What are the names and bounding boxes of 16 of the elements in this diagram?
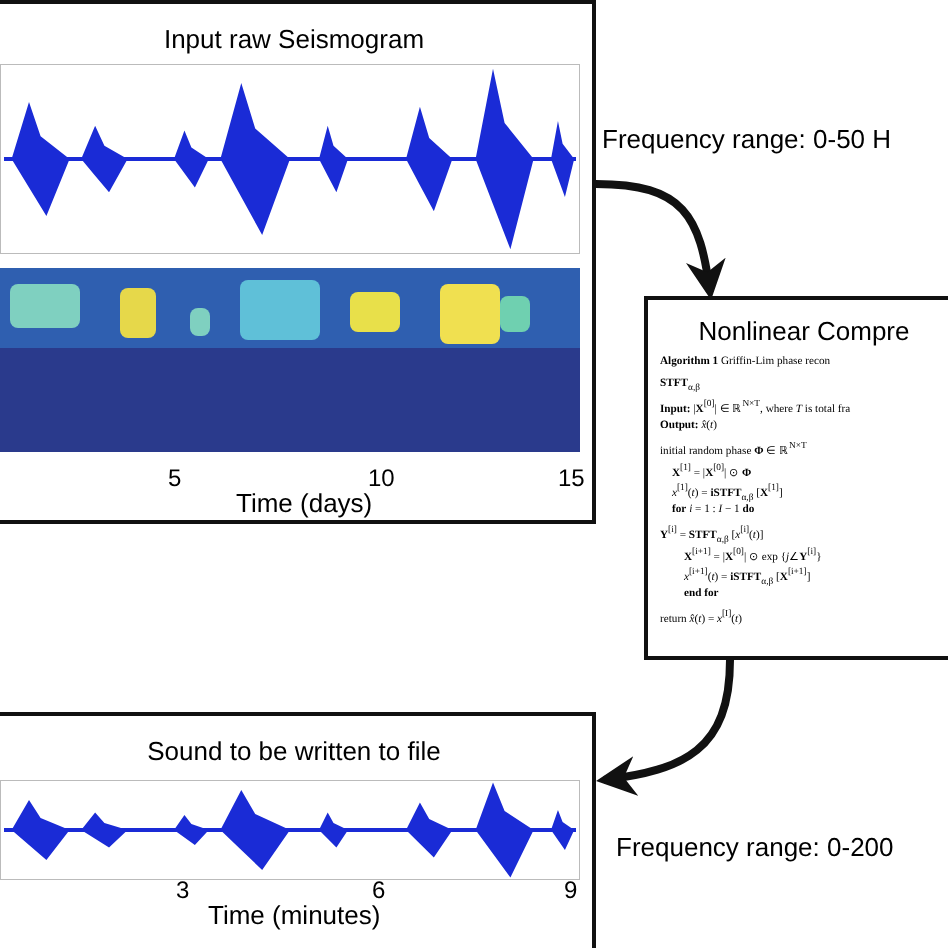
tick-label: 6 bbox=[372, 876, 386, 904]
panel-title: Nonlinear Compre bbox=[696, 316, 912, 346]
tick-label: 9 bbox=[564, 876, 578, 904]
panel-title: Input raw Seismogram bbox=[161, 24, 427, 54]
panel-title: Sound to be written to file bbox=[145, 736, 443, 766]
algorithm-box bbox=[644, 296, 948, 660]
tick-label: 3 bbox=[176, 876, 190, 904]
plot-panel bbox=[0, 712, 596, 948]
axis-title: Time (days) bbox=[236, 488, 373, 518]
edge-label: Frequency range: 0-200 bbox=[616, 832, 894, 862]
axis-title: Time (minutes) bbox=[208, 900, 381, 930]
edge-label: Frequency range: 0-50 H bbox=[602, 124, 892, 154]
plot-panel bbox=[0, 0, 596, 524]
tick-label: 15 bbox=[558, 464, 585, 492]
tick-label: 10 bbox=[368, 464, 395, 492]
tick-label: 5 bbox=[168, 464, 182, 492]
